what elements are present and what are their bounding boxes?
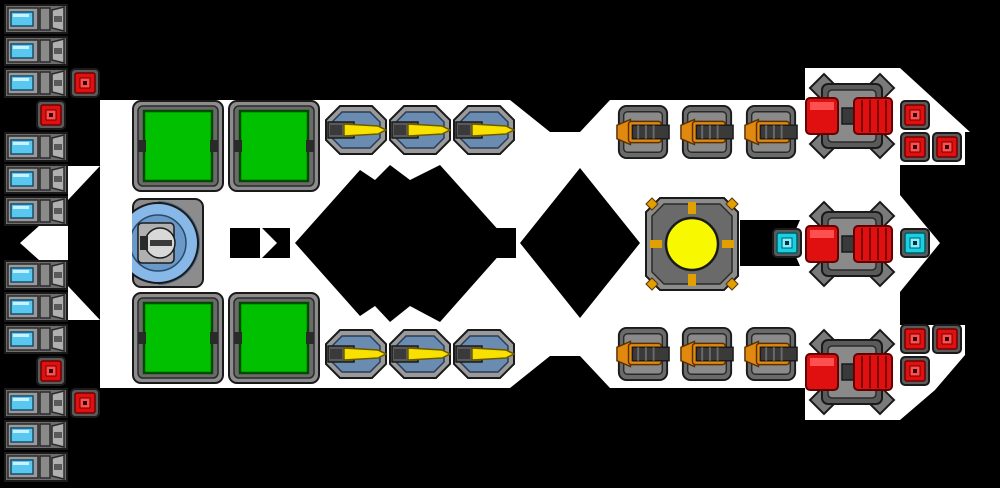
thruster-icon <box>4 68 68 98</box>
reactor-icon <box>644 196 740 292</box>
armor-block-icon <box>900 324 930 354</box>
missile-launcher-icon <box>805 329 895 415</box>
cannon-icon <box>615 104 671 160</box>
laser-turret-icon <box>389 329 451 379</box>
thruster-icon <box>4 292 68 322</box>
thruster-icon <box>4 4 68 34</box>
armor-block-icon <box>70 388 100 418</box>
laser-turret-icon <box>325 105 387 155</box>
shield-emitter-icon <box>772 228 802 258</box>
cannon-icon <box>679 104 735 160</box>
armor-block-icon <box>36 356 66 386</box>
cannon-icon <box>679 326 735 382</box>
laser-turret-icon <box>453 105 515 155</box>
thruster-icon <box>4 420 68 450</box>
thruster-icon <box>4 260 68 290</box>
thruster-icon <box>4 196 68 226</box>
armor-block-icon <box>36 100 66 130</box>
cargo-bay-icon <box>132 292 224 384</box>
thruster-icon <box>4 36 68 66</box>
armor-block-icon <box>932 132 962 162</box>
armor-block-icon <box>900 100 930 130</box>
armor-block-icon <box>70 68 100 98</box>
thruster-icon <box>4 132 68 162</box>
armor-block-icon <box>932 324 962 354</box>
cannon-icon <box>743 326 799 382</box>
laser-turret-icon <box>325 329 387 379</box>
thruster-icon <box>4 164 68 194</box>
cannon-icon <box>615 326 671 382</box>
thruster-icon <box>4 324 68 354</box>
armor-block-icon <box>900 356 930 386</box>
missile-launchers <box>805 73 895 415</box>
cargo-bay-icon <box>132 100 224 192</box>
thruster-icon <box>4 452 68 482</box>
cargo-bay-icon <box>228 292 320 384</box>
missile-launcher-icon <box>805 201 895 287</box>
thruster-icon <box>4 388 68 418</box>
armor-block-icon <box>900 132 930 162</box>
shield-emitter-icon <box>900 228 930 258</box>
laser-turret-icon <box>453 329 515 379</box>
laser-turret-icon <box>389 105 451 155</box>
missile-launcher-icon <box>805 73 895 159</box>
cannon-icon <box>743 104 799 160</box>
cargo-bay-icon <box>228 100 320 192</box>
